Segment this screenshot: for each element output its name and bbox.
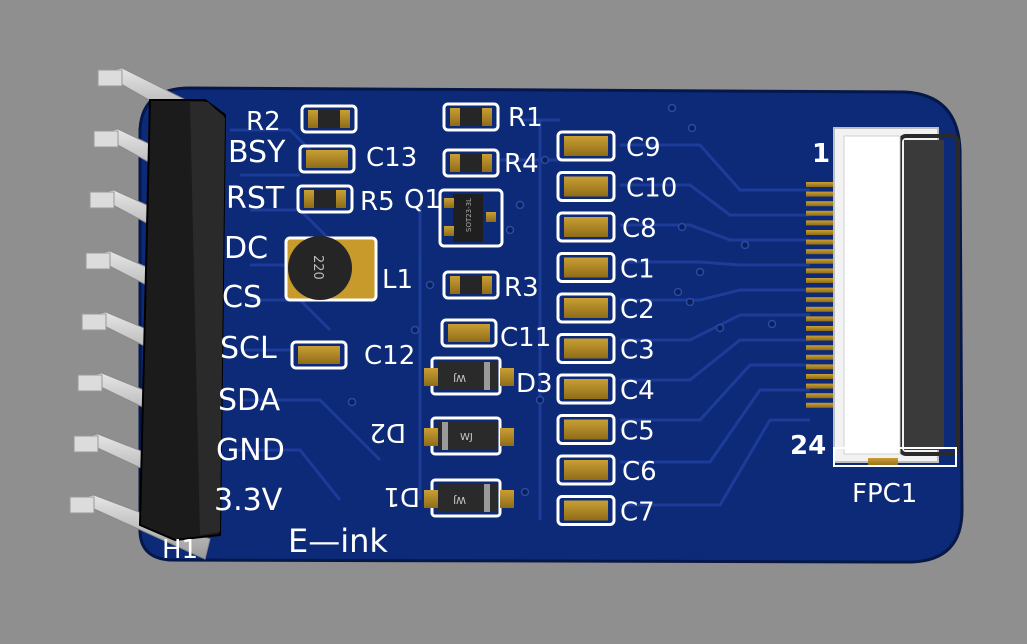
resistor-r5 [296,184,354,214]
label-r2: R2 [246,107,281,137]
header-designator: H1 [162,535,198,565]
label-c8: C8 [622,214,657,244]
label-c5: C5 [620,417,655,447]
capacitor-c11 [440,318,498,348]
fpc-pin [806,374,838,379]
fpc-pin [806,402,838,408]
capacitor-c13 [298,144,356,174]
fpc-pin [806,230,838,235]
pin-label-sda: SDA [218,383,281,418]
fpc-pin [806,210,838,216]
label-d2: D2 [369,417,406,447]
fpc-pin [806,287,838,293]
label-r4: R4 [504,149,539,179]
label-c6: C6 [622,457,657,487]
label-c11: C11 [500,323,551,353]
label-c10: C10 [626,174,677,204]
label-d3: D3 [516,369,553,399]
pin-label-cs: CS [222,280,262,315]
d3-marking: WJ [453,372,466,383]
fpc-pin-first: 1 [812,139,830,169]
header-pin [69,494,211,560]
d2-marking: WJ [460,432,473,443]
fpc-pin [806,191,838,197]
resistor-r4 [442,148,500,178]
l1-marking: 220 [310,255,325,280]
pin-label-dc: DC [224,231,268,266]
fpc-pin [806,326,838,331]
resistor-r3 [442,270,500,300]
smd-components: R2 C13 R5 R1 R4 [246,102,960,528]
label-q1: Q1 [404,185,441,215]
label-c7: C7 [620,498,655,528]
label-r1: R1 [508,103,543,133]
fpc-pin [806,220,838,226]
label-c9: C9 [626,133,661,163]
label-r3: R3 [504,273,539,303]
fpc-pin [806,201,838,207]
fpc-pins [806,182,838,408]
fpc-designator: FPC1 [852,479,917,509]
fpc-pin [806,182,838,187]
fpc-pin [806,249,838,255]
diode-d2: WJ [424,416,514,456]
label-r5: R5 [360,187,395,217]
pin-label-rst: RST [226,181,285,216]
fpc-pin-last: 24 [790,431,826,461]
label-d1: D1 [383,481,420,511]
fpc-pin [806,393,838,399]
capacitor-c4 [556,373,616,405]
pin-label-3v3: 3.3V [214,483,283,518]
fpc-pin [806,239,838,245]
capacitor-c5 [556,414,616,445]
capacitor-c2 [556,292,616,324]
capacitor-c6 [556,454,616,486]
diode-d1: WJ [424,478,514,518]
d1-marking: WJ [453,494,466,505]
fpc-pin [806,316,838,322]
capacitor-c7 [556,495,616,526]
board-name: E—ink [288,522,388,560]
fpc-pin [806,335,838,341]
pin-header-top [190,102,225,535]
capacitor-c9 [556,130,616,162]
label-c1: C1 [620,255,655,285]
vias [347,103,777,497]
capacitor-c3 [556,333,616,364]
pin-label-gnd: GND [216,433,285,468]
capacitor-c1 [556,252,616,283]
inductor-l1: 220 [284,236,378,302]
capacitor-c10 [556,171,616,202]
label-l1: L1 [382,265,413,295]
fpc-pin [806,364,838,370]
capacitor-c8 [556,211,616,243]
fpc-pin [806,297,838,303]
fpc-pin [806,354,838,360]
q1-marking: SOT23-3L [465,198,473,232]
fpc-pin [806,383,838,389]
label-c12: C12 [364,341,415,371]
fpc-pin [806,345,838,351]
label-c4: C4 [620,376,655,406]
header-silkscreen: BSY RST DC CS SCL SDA GND 3.3V H1 [162,135,286,565]
resistor-r1 [442,102,500,132]
fpc-connector [806,127,960,467]
label-c3: C3 [620,336,655,366]
capacitor-c12 [290,340,348,370]
diode-d3: WJ [424,356,514,396]
pin-label-scl: SCL [220,331,277,366]
fpc-pin [806,258,838,264]
pin-label-bsy: BSY [228,135,286,170]
transistor-q1: SOT23-3L [438,188,504,248]
fpc-pin [806,268,838,274]
resistor-r2 [300,104,358,134]
fpc-pin [806,306,838,312]
label-c13: C13 [366,143,417,173]
fpc-pin [806,278,838,283]
label-c2: C2 [620,295,655,325]
